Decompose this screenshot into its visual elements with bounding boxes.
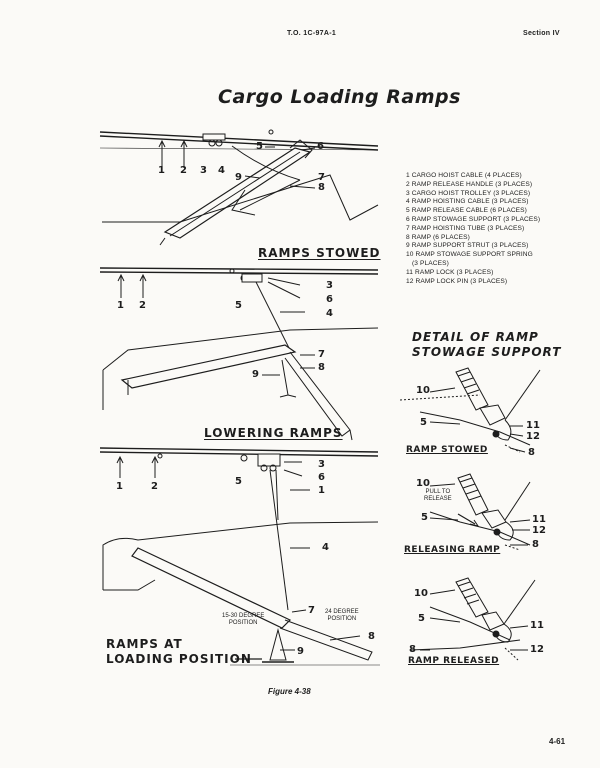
legend-item: 1 CARGO HOIST CABLE (4 PLACES): [406, 172, 522, 179]
caption-loading-line1: RAMPS AT: [106, 637, 183, 651]
caption-detail-released: RAMP RELEASED: [408, 656, 500, 666]
callout-d2-10: 10: [416, 478, 430, 489]
callout-d2-5: 5: [421, 512, 428, 523]
legend-item: 9 RAMP SUPPORT STRUT (3 PLACES): [406, 242, 529, 250]
detail-stowed: [399, 367, 541, 453]
callout-d1-8: 8: [528, 447, 535, 458]
callout-d1-12: 12: [526, 431, 540, 442]
detail-heading-line2: STOWAGE SUPPORT: [412, 345, 562, 359]
callout-s2-6: 6: [326, 294, 333, 305]
callout-s3-6: 6: [318, 472, 325, 483]
callout-d3-5: 5: [418, 613, 425, 624]
legend-item: (3 PLACES): [412, 259, 449, 267]
callout-d2-12: 12: [532, 525, 546, 536]
caption-lowering-ramps: LOWERING RAMPS: [204, 426, 343, 440]
legend-item: 4 RAMP HOISTING CABLE (3 PLACES): [406, 198, 529, 206]
annotation-pull-to-release: PULL TO RELEASE: [424, 489, 452, 502]
caption-loading-line2: LOADING POSITION: [106, 652, 252, 666]
caption-detail-releasing: RELEASING RAMP: [404, 545, 501, 555]
page-number: 4-61: [549, 737, 566, 746]
callout-s2-4: 4: [326, 308, 333, 319]
callout-s1-4: 4: [218, 165, 225, 176]
callout-s3-7: 7: [308, 605, 315, 616]
callout-s1-2: 2: [180, 165, 187, 176]
scene-loading-position: [99, 447, 380, 666]
callout-s1-5: 5: [256, 141, 263, 152]
detail-heading-line1: DETAIL OF RAMP: [412, 330, 539, 344]
callout-s1-7: 7: [318, 172, 325, 183]
callout-s2-9: 9: [252, 369, 259, 380]
legend-item: 12 RAMP LOCK PIN (3 PLACES): [406, 277, 508, 285]
callout-s2-8: 8: [318, 362, 325, 373]
section-label: Section IV: [523, 30, 560, 37]
callout-d1-11: 11: [526, 420, 540, 431]
callout-s1-1: 1: [158, 165, 165, 176]
callout-s3-1: 1: [116, 481, 123, 492]
detail-heading: DETAIL OF RAMP STOWAGE SUPPORT: [412, 330, 561, 360]
callout-s2-3: 3: [326, 280, 333, 291]
doc-number: T.O. 1C-97A-1: [287, 30, 337, 37]
legend-item: 2 RAMP RELEASE HANDLE (3 PLACES): [406, 180, 533, 188]
detail-released: [409, 577, 536, 661]
callout-d3-8: 8: [409, 644, 416, 655]
callout-s3-9: 9: [297, 646, 304, 657]
callout-s3-1b: 1: [318, 485, 325, 496]
callout-d1-10: 10: [416, 385, 430, 396]
legend-item: 3 CARGO HOIST TROLLEY (3 PLACES): [406, 189, 531, 197]
legend-item: 7 RAMP HOISTING TUBE (3 PLACES): [406, 224, 525, 232]
scene-lowering-ramps: [99, 267, 379, 441]
callout-s1-9: 9: [235, 172, 242, 183]
callout-d2-11: 11: [532, 514, 546, 525]
legend-item: 10 RAMP STOWAGE SUPPORT SPRING: [406, 251, 533, 259]
caption-loading-position: RAMPS AT LOADING POSITION: [106, 637, 252, 667]
callout-s1-8: 8: [318, 182, 325, 193]
figure-caption: Figure 4-38: [268, 687, 311, 696]
caption-detail-stowed: RAMP STOWED: [406, 445, 488, 455]
callout-s1-6: 6: [317, 141, 324, 152]
callout-s3-3: 3: [318, 459, 325, 470]
callout-s3-8: 8: [368, 631, 375, 642]
callout-d2-8: 8: [532, 539, 539, 550]
callout-s3-5: 5: [235, 476, 242, 487]
callout-s1-3: 3: [200, 165, 207, 176]
callout-d3-12: 12: [530, 644, 544, 655]
legend-item: 8 RAMP (6 PLACES): [406, 233, 470, 241]
page-title: Cargo Loading Ramps: [218, 86, 461, 108]
detail-releasing: [429, 473, 531, 551]
callout-s2-1: 1: [117, 300, 124, 311]
callout-d3-10: 10: [414, 588, 428, 599]
parts-legend: 1 CARGO HOIST CABLE (4 PLACES) 2 RAMP RE…: [406, 172, 540, 286]
caption-ramps-stowed: RAMPS STOWED: [258, 246, 381, 260]
scene-ramps-stowed: [99, 129, 379, 246]
annotation-15-30-degree: 15-30 DEGREE POSITION: [222, 613, 265, 626]
callout-s3-2: 2: [151, 481, 158, 492]
callout-s2-5: 5: [235, 300, 242, 311]
callout-d3-11: 11: [530, 620, 544, 631]
callout-s3-4: 4: [322, 542, 329, 553]
callout-s2-7: 7: [318, 349, 325, 360]
callout-d1-5: 5: [420, 417, 427, 428]
annotation-24-degree: 24 DEGREE POSITION: [325, 609, 359, 622]
callout-s2-2: 2: [139, 300, 146, 311]
legend-item: 5 RAMP RELEASE CABLE (6 PLACES): [406, 207, 527, 215]
legend-item: 6 RAMP STOWAGE SUPPORT (3 PLACES): [406, 215, 541, 223]
legend-item: 11 RAMP LOCK (3 PLACES): [406, 268, 494, 276]
